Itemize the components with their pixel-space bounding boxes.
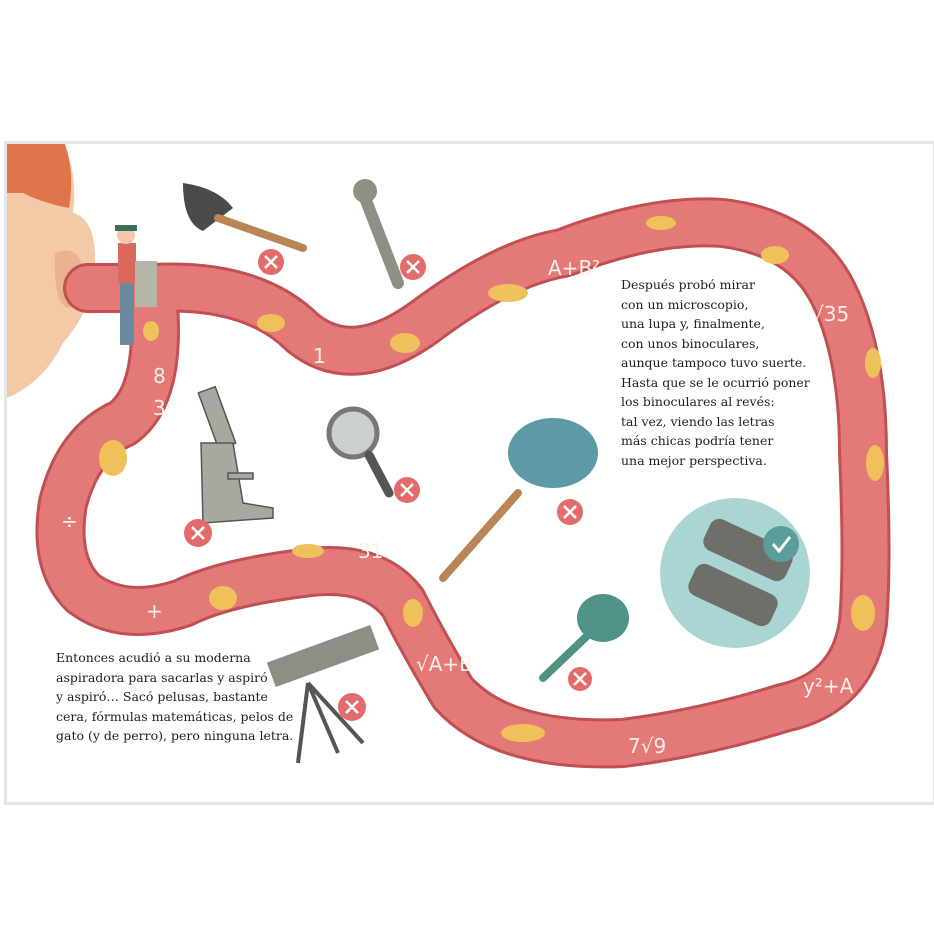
check-badge-icon bbox=[763, 526, 799, 562]
binoculars-illustration bbox=[660, 498, 810, 648]
wax-blobs bbox=[99, 216, 884, 742]
bulb-syringe-icon bbox=[539, 594, 629, 682]
formula: ÷ bbox=[61, 509, 78, 533]
magnifying-glass-icon bbox=[326, 406, 394, 498]
formula: 8 bbox=[153, 364, 166, 388]
wrench-icon bbox=[353, 179, 404, 289]
reject-badges bbox=[184, 249, 592, 721]
x-badge-icon bbox=[184, 519, 212, 547]
x-badge-icon bbox=[338, 693, 366, 721]
formula: √A+B bbox=[416, 652, 473, 676]
man-with-vacuum bbox=[115, 225, 157, 345]
x-badge-icon bbox=[557, 499, 583, 525]
formula: 7√9 bbox=[628, 734, 666, 758]
tube-formulas: A+B² √35 1 8 3 ÷ 31 + √A+B 7√9 y²+A bbox=[61, 256, 854, 758]
x-badge-icon bbox=[568, 667, 592, 691]
telescope-icon bbox=[266, 624, 380, 764]
formula: + bbox=[146, 599, 163, 623]
formula: 31 bbox=[358, 539, 383, 563]
formula: 3 bbox=[153, 396, 166, 420]
plunger-icon bbox=[183, 183, 307, 252]
story-text-left: Entonces acudió a su moderna aspiradora … bbox=[56, 650, 294, 743]
x-badge-icon bbox=[394, 477, 420, 503]
formula: y²+A bbox=[803, 674, 854, 698]
formula: 1 bbox=[313, 344, 326, 368]
feather-duster-icon bbox=[439, 418, 598, 582]
formula: A+B² bbox=[548, 256, 600, 280]
formula: √35 bbox=[811, 302, 849, 326]
microscope-icon bbox=[197, 385, 274, 524]
illustration: A+B² √35 1 8 3 ÷ 31 + √A+B 7√9 y²+A bbox=[7, 144, 891, 769]
x-badge-icon bbox=[258, 249, 284, 275]
book-page: A+B² √35 1 8 3 ÷ 31 + √A+B 7√9 y²+A bbox=[4, 141, 934, 805]
x-badge-icon bbox=[400, 254, 426, 280]
story-text-right: Después probó mirar con un microscopio, … bbox=[621, 277, 810, 468]
